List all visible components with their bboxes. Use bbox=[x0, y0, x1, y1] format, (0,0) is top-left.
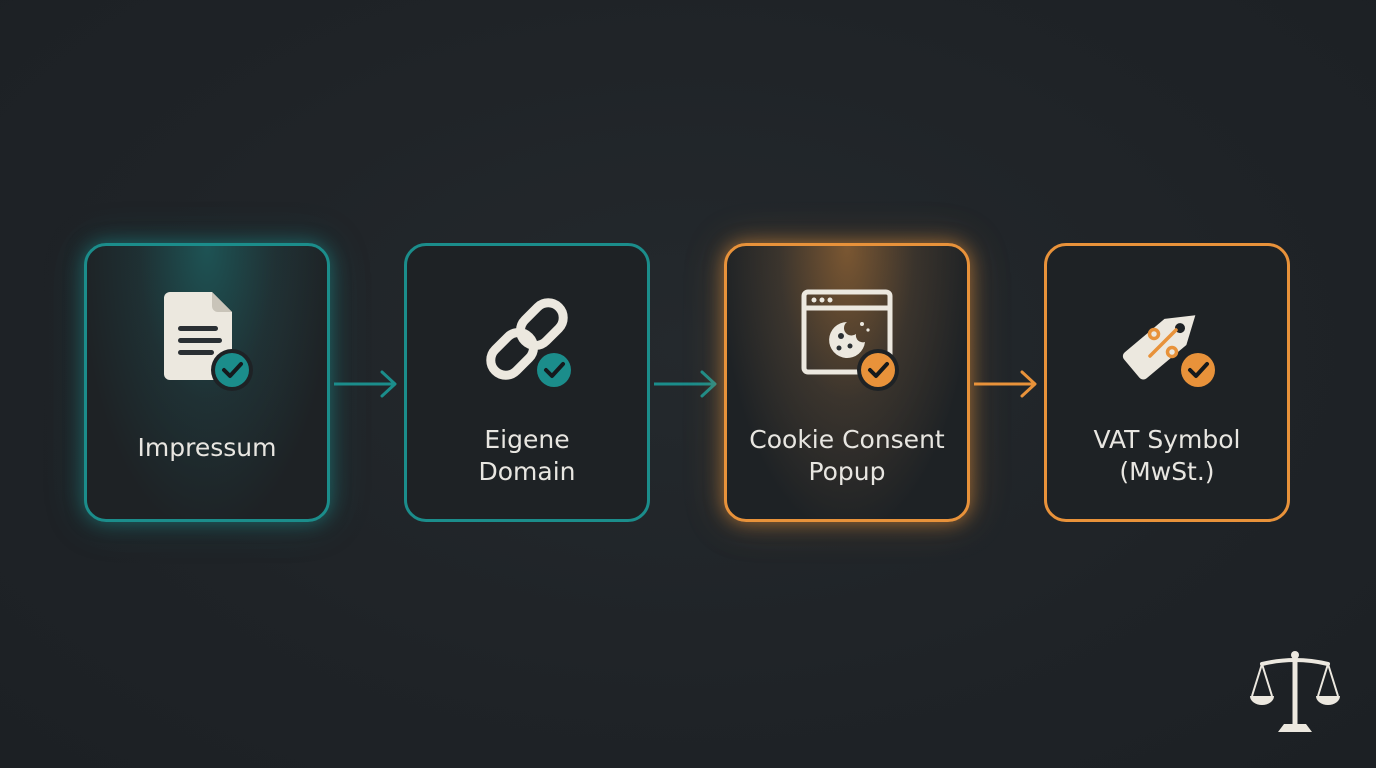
step-label-cookie-consent: Cookie Consent Popup bbox=[749, 425, 945, 486]
step-label-vat-symbol: VAT Symbol (MwSt.) bbox=[1093, 425, 1241, 486]
scales-of-justice-icon bbox=[1250, 651, 1340, 732]
percent-tag-check-icon bbox=[1122, 315, 1219, 391]
step-card-cookie-consent: Cookie Consent Popup bbox=[724, 243, 970, 522]
step-card-eigene-domain: Eigene Domain bbox=[404, 243, 650, 522]
cookie-browser-check-icon bbox=[801, 289, 899, 391]
flow-arrow-2 bbox=[654, 370, 717, 398]
step-card-impressum: Impressum bbox=[84, 243, 330, 522]
step-card-vat-symbol: VAT Symbol (MwSt.) bbox=[1044, 243, 1290, 522]
flow-arrow-1 bbox=[334, 370, 397, 398]
link-check-icon bbox=[486, 298, 575, 391]
flow-arrow-3 bbox=[974, 370, 1037, 398]
step-label-impressum: Impressum bbox=[137, 433, 277, 462]
step-label-eigene-domain: Eigene Domain bbox=[478, 425, 576, 486]
document-check-icon bbox=[164, 292, 253, 391]
